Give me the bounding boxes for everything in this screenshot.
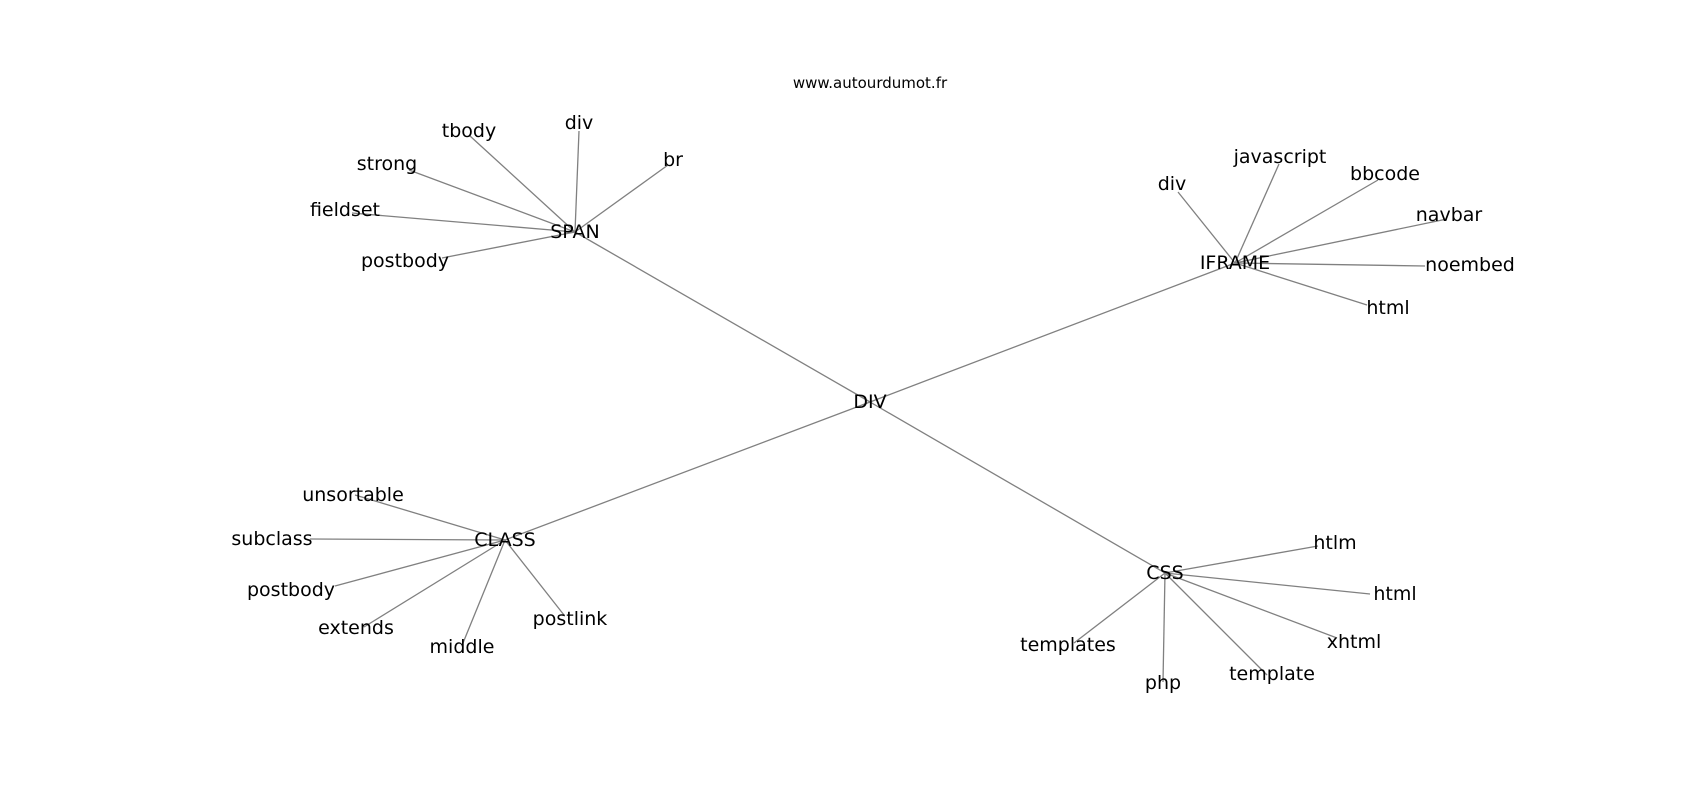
edge-iframe-javascript [1234, 163, 1280, 264]
edge-iframe-bbcode [1234, 179, 1379, 264]
node-leaf-css-htlm[interactable]: htlm [1313, 532, 1356, 554]
edge-span-fieldset [351, 212, 576, 233]
node-leaf-class-middle[interactable]: middle [430, 636, 495, 658]
edge-class-extends [363, 539, 506, 628]
edge-span-tbody [469, 135, 576, 233]
edge-root-span [574, 231, 871, 403]
edge-css-htlm [1164, 545, 1319, 574]
edge-iframe-navbar [1234, 218, 1448, 264]
site-url-label[interactable]: www.autourdumot.fr [793, 74, 948, 92]
edge-css-templates [1073, 572, 1166, 644]
node-hub-iframe[interactable]: IFRAME [1200, 252, 1270, 274]
edge-span-postbody [441, 231, 576, 259]
edge-root-class [504, 401, 871, 541]
node-hub-class[interactable]: CLASS [474, 529, 535, 551]
edge-iframe-html [1234, 262, 1368, 306]
node-leaf-iframe-noembed[interactable]: noembed [1425, 254, 1515, 276]
node-leaf-span-div[interactable]: div [565, 112, 594, 134]
node-hub-css[interactable]: CSS [1146, 562, 1183, 584]
edge-css-xhtml [1164, 572, 1338, 639]
node-leaf-css-templates[interactable]: templates [1020, 634, 1116, 656]
edge-span-div [574, 130, 580, 233]
node-leaf-iframe-bbcode[interactable]: bbcode [1350, 163, 1420, 185]
node-leaf-span-postbody[interactable]: postbody [361, 250, 449, 272]
node-leaf-span-tbody[interactable]: tbody [442, 120, 496, 142]
edge-class-subclass [309, 538, 506, 541]
labels-layer: DIV SPAN tbody div br strong fieldset postbody I… [231, 112, 1514, 694]
node-leaf-css-html[interactable]: html [1373, 583, 1416, 605]
edge-class-middle [462, 539, 506, 644]
node-leaf-span-br[interactable]: br [663, 149, 683, 171]
node-leaf-class-postbody[interactable]: postbody [247, 579, 335, 601]
edge-root-css [869, 401, 1166, 574]
node-leaf-iframe-navbar[interactable]: navbar [1416, 204, 1483, 226]
node-leaf-iframe-html[interactable]: html [1366, 297, 1409, 319]
node-leaf-css-xhtml[interactable]: xhtml [1327, 631, 1382, 653]
edge-span-br [574, 164, 669, 233]
node-root[interactable]: DIV [853, 391, 886, 413]
node-leaf-class-subclass[interactable]: subclass [231, 528, 312, 550]
edge-class-postlink [504, 539, 565, 616]
node-leaf-span-fieldset[interactable]: fieldset [310, 199, 380, 221]
edge-class-postbody [334, 539, 506, 587]
node-leaf-class-unsortable[interactable]: unsortable [302, 484, 404, 506]
node-leaf-class-postlink[interactable]: postlink [533, 608, 608, 630]
edge-iframe-noembed [1234, 262, 1426, 267]
node-leaf-class-extends[interactable]: extends [318, 617, 394, 639]
edge-span-strong [408, 169, 576, 233]
edges-layer [309, 130, 1448, 683]
edge-css-php [1162, 572, 1166, 683]
node-leaf-iframe-div[interactable]: div [1158, 173, 1187, 195]
node-leaf-iframe-javascript[interactable]: javascript [1233, 146, 1327, 168]
node-leaf-css-template[interactable]: template [1229, 663, 1315, 685]
edge-css-template [1164, 572, 1268, 676]
edge-iframe-div [1177, 191, 1236, 264]
node-hub-span[interactable]: SPAN [550, 221, 600, 243]
node-leaf-span-strong[interactable]: strong [357, 153, 417, 175]
node-leaf-css-php[interactable]: php [1145, 672, 1181, 694]
edge-class-unsortable [354, 494, 506, 541]
edge-css-html [1164, 572, 1371, 595]
edge-root-iframe [869, 262, 1236, 403]
